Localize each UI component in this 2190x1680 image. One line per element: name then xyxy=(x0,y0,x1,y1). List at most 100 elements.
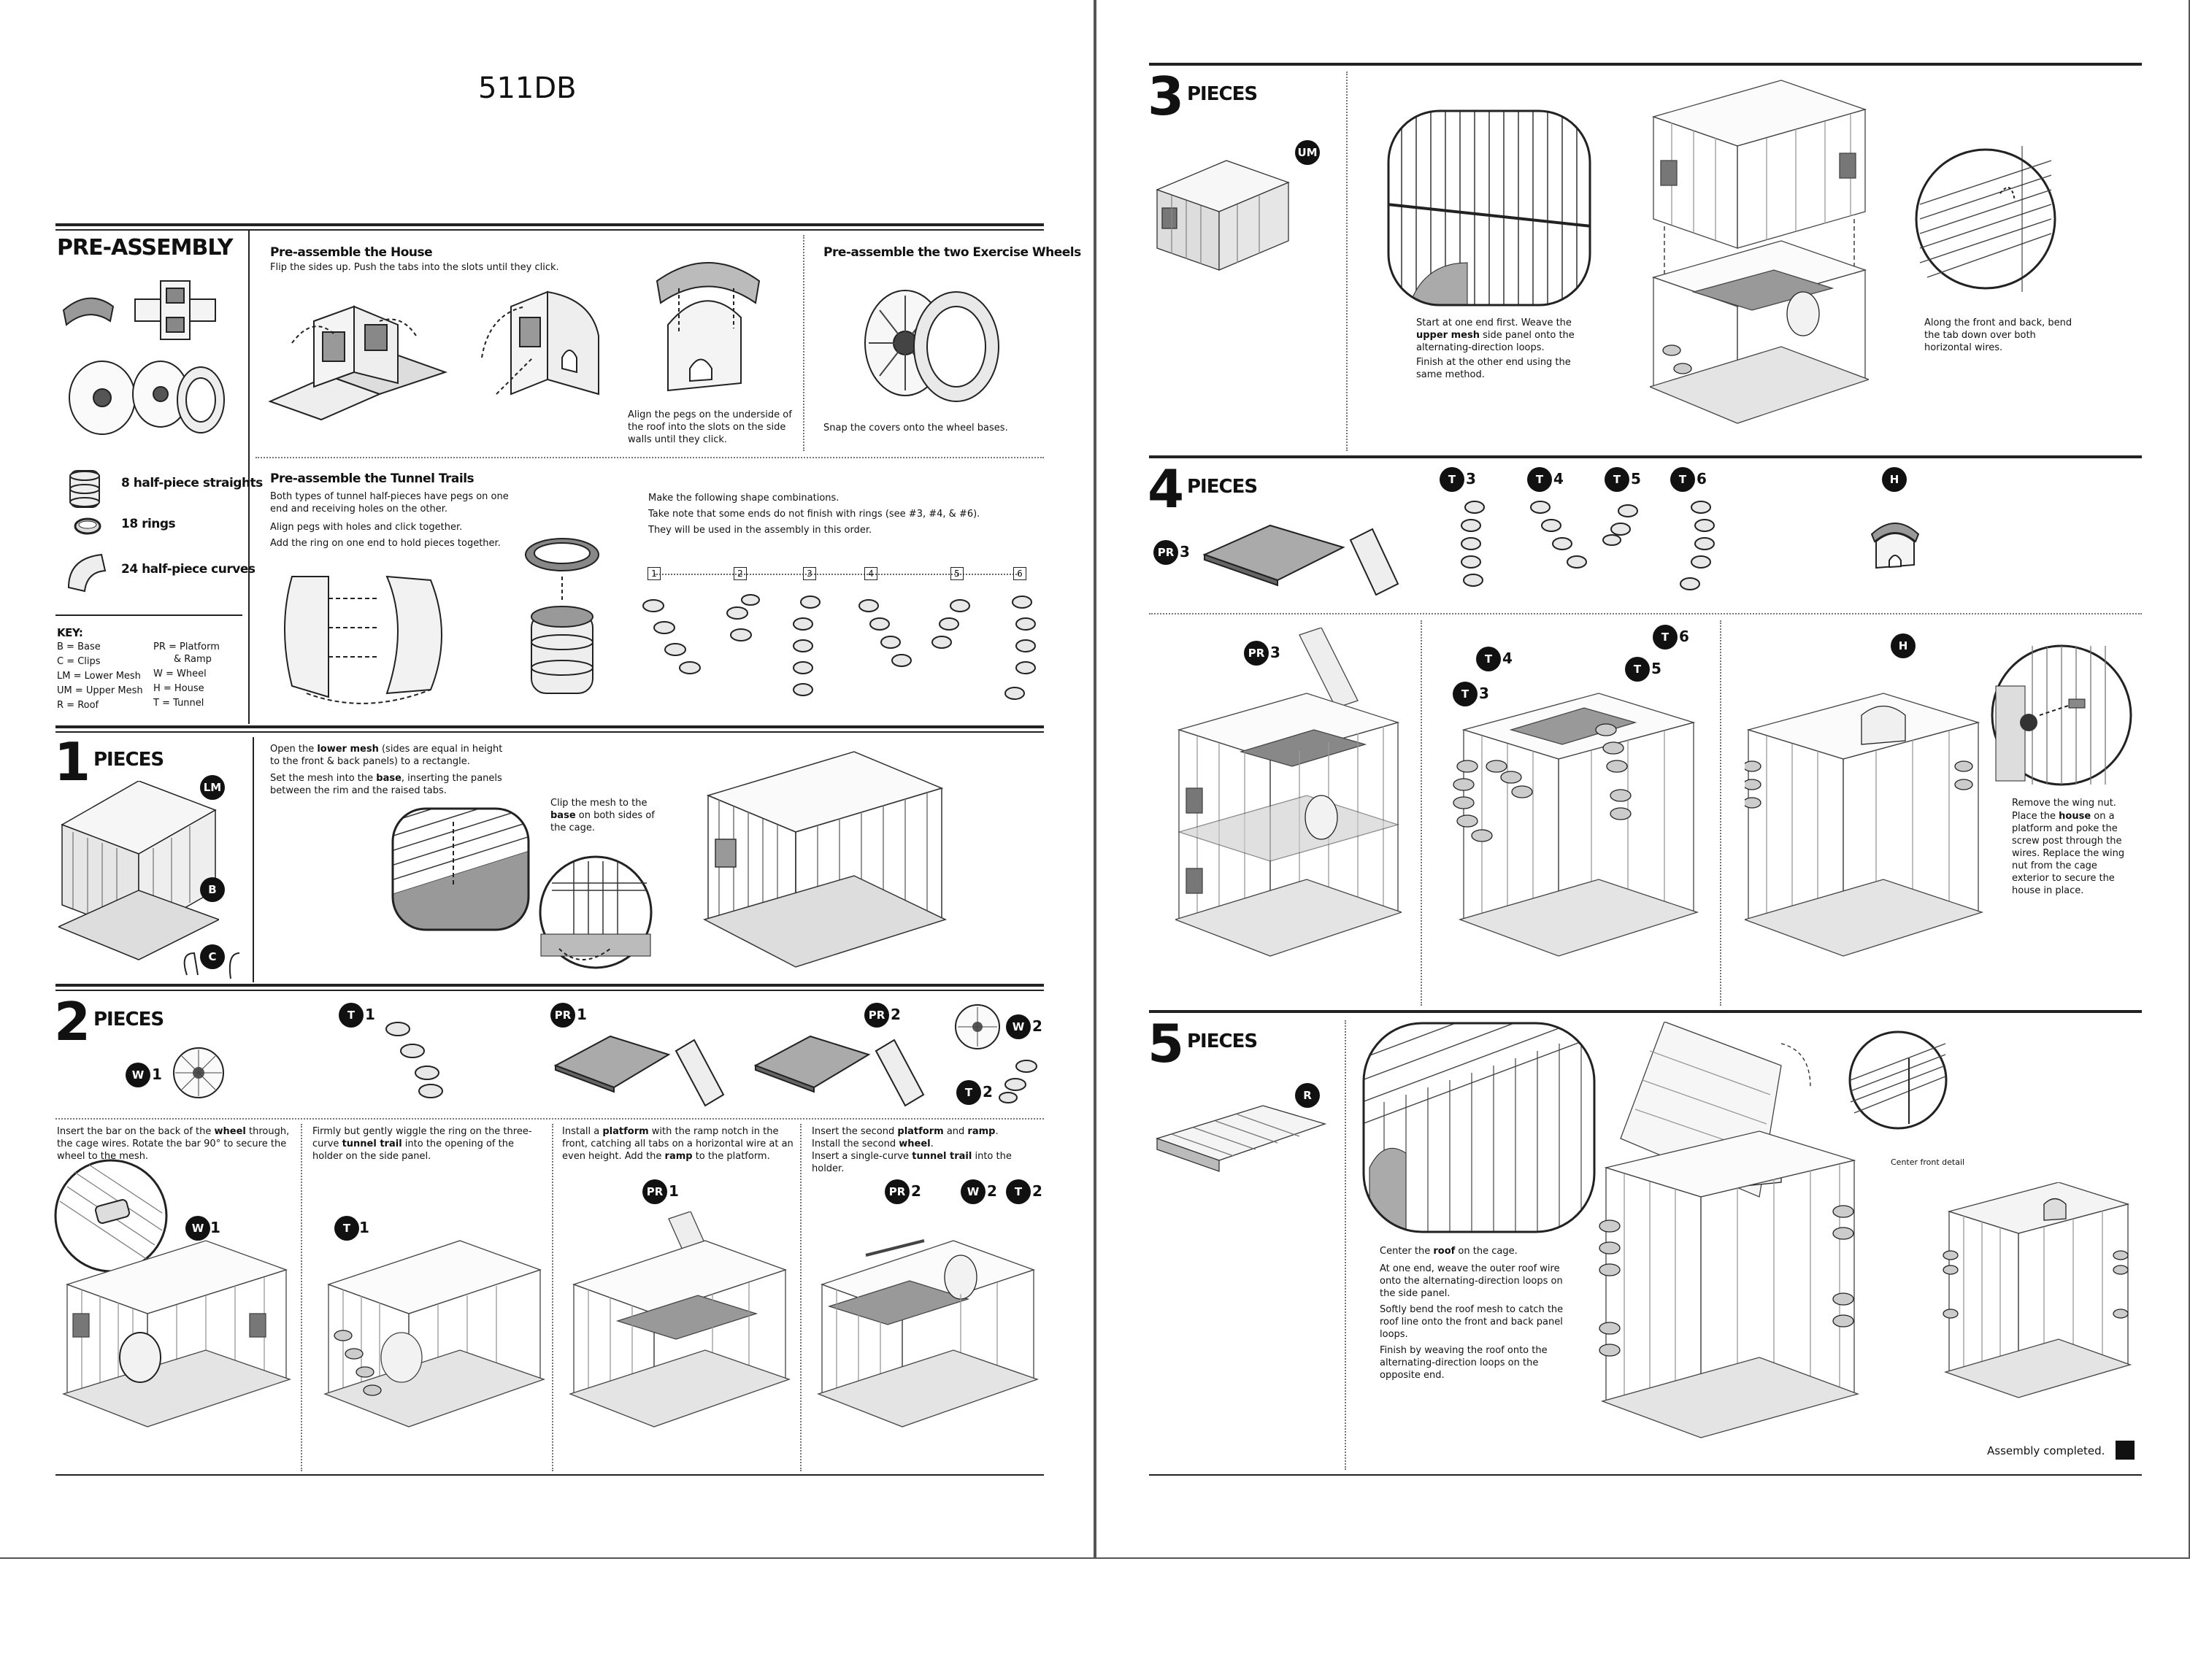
count: 3 xyxy=(1180,543,1190,560)
center-front-detail-caption: Center front detail xyxy=(1891,1157,1965,1167)
pieces-label: PIECES xyxy=(93,749,164,771)
divider xyxy=(256,457,1044,458)
step2-col4-text: Insert the second platform and ramp. Ins… xyxy=(812,1126,1012,1174)
step1-text-1: Open the lower mesh (sides are equal in … xyxy=(270,744,503,767)
badge-wheel: W xyxy=(1006,1014,1031,1039)
divider xyxy=(1149,1474,2142,1476)
step5-text-3: Softly bend the roof mesh to catch the r… xyxy=(1380,1304,1564,1340)
badge-tunnel: T xyxy=(1476,647,1501,671)
count: 1 xyxy=(365,1006,375,1023)
tunnel-combinations-illustration xyxy=(635,591,1044,708)
pieces-label: PIECES xyxy=(1187,83,1258,105)
clip-detail xyxy=(537,854,654,971)
mesh-weave-detail xyxy=(1387,109,1591,307)
badge-roof: R xyxy=(1295,1083,1320,1108)
badge-platform-ramp: PR xyxy=(642,1179,667,1204)
step3-text-2: Finish at the other end using the same m… xyxy=(1416,357,1571,380)
badge-tunnel: T xyxy=(339,1003,364,1028)
count: 1 xyxy=(152,1066,162,1083)
platform-ramp-icon xyxy=(752,1022,927,1117)
tab-bend-detail xyxy=(1913,131,2059,307)
step5-text-2: At one end, weave the outer roof wire on… xyxy=(1380,1263,1563,1299)
badge-tunnel: T xyxy=(1605,467,1629,492)
divider xyxy=(1149,613,2142,614)
house-flat-illustration xyxy=(263,292,460,423)
pieces-label: PIECES xyxy=(93,1009,164,1030)
divider xyxy=(1149,1010,2142,1013)
count: 6 xyxy=(1679,628,1689,645)
count: 2 xyxy=(987,1182,997,1200)
model-number: 511DB xyxy=(478,72,577,105)
divider xyxy=(1421,620,1422,1006)
badge-wheel: W xyxy=(126,1063,150,1087)
clips-icon xyxy=(180,946,245,982)
badge-tunnel: T xyxy=(1527,467,1552,492)
tunnel-text-1: Both types of tunnel half-pieces have pe… xyxy=(270,491,509,515)
badge-clips: C xyxy=(200,944,225,969)
step3-text-3: Along the front and back, bend the tab d… xyxy=(1924,317,2072,353)
ring-icon xyxy=(73,515,102,537)
count: 1 xyxy=(210,1219,220,1236)
house-roof-illustration xyxy=(642,237,766,405)
divider xyxy=(248,231,250,724)
step4-cage-3 xyxy=(1745,657,1986,963)
step1-cage-illustration xyxy=(701,737,949,978)
step3-text-1: Start at one end first. Weave the upper … xyxy=(1416,317,1575,353)
badge-tunnel: T xyxy=(334,1216,359,1241)
step1-clip-text: Clip the mesh to the base on both sides … xyxy=(550,798,655,833)
step5-text-1: Center the roof on the cage. xyxy=(1380,1246,1518,1257)
combo-text-3: They will be used in the assembly in thi… xyxy=(648,525,872,536)
part-curves-label: 24 half-piece curves xyxy=(121,562,256,577)
divider xyxy=(301,1124,302,1471)
badge-platform-ramp: PR xyxy=(1153,540,1178,565)
divider xyxy=(55,1474,1044,1476)
house-icon xyxy=(1866,512,1924,571)
badge-tunnel: T xyxy=(956,1080,981,1105)
combo-text-1: Make the following shape combinations. xyxy=(648,493,840,504)
badge-base: B xyxy=(200,877,225,902)
divider xyxy=(253,737,254,982)
divider xyxy=(55,614,242,616)
combo-number: 3 xyxy=(803,567,816,580)
step2-cage-2 xyxy=(321,1226,548,1430)
tunnel-sets-illustration xyxy=(1453,496,1723,598)
badge-tunnel: T xyxy=(1440,467,1464,492)
badge-tunnel: T xyxy=(1006,1179,1031,1204)
combo-number: 1 xyxy=(648,567,661,580)
mesh-into-base-detail xyxy=(391,807,530,931)
divider xyxy=(803,235,804,451)
count: 3 xyxy=(1270,644,1280,661)
count: 6 xyxy=(1697,470,1707,488)
wheels-title: Pre-assemble the two Exercise Wheels xyxy=(823,245,1081,260)
key-title: KEY: xyxy=(57,626,83,639)
step4-text-2: Place the house on a platform and poke t… xyxy=(2012,811,2125,896)
badge-tunnel: T xyxy=(1670,467,1695,492)
step-number: 4 xyxy=(1148,458,1185,520)
curve-tunnel-icon xyxy=(63,547,110,594)
step2-col2-text: Firmly but gently wiggle the ring on the… xyxy=(312,1126,532,1162)
wheel-part-icon xyxy=(66,358,226,438)
step-number: 5 xyxy=(1148,1013,1185,1074)
upper-mesh-illustration xyxy=(1153,153,1292,277)
step4-cage-2 xyxy=(1453,686,1701,963)
step5-text-4: Finish by weaving the roof onto the alte… xyxy=(1380,1345,1548,1381)
combo-number: 5 xyxy=(950,567,964,580)
badge-wheel: W xyxy=(961,1179,986,1204)
tunnel-text-3: Add the ring on one end to hold pieces t… xyxy=(270,538,501,549)
key-left: B = Base C = Clips LM = Lower Mesh UM = … xyxy=(57,641,143,711)
pre-assembly-title: PRE-ASSEMBLY xyxy=(57,235,233,261)
key-right: PR = Platform & Ramp W = Wheel H = House… xyxy=(153,641,220,709)
count: 1 xyxy=(577,1006,587,1023)
center-front-detail xyxy=(1847,1029,1949,1131)
count: 1 xyxy=(669,1182,679,1200)
platform-ramp-icon xyxy=(552,1022,727,1117)
lower-mesh-base-illustration xyxy=(58,781,219,963)
badge-tunnel: T xyxy=(1625,657,1650,682)
roof-illustration xyxy=(1153,1102,1329,1190)
step-number: 3 xyxy=(1148,66,1185,127)
divider xyxy=(55,990,1044,991)
completed-cage-illustration xyxy=(1942,1182,2132,1401)
badge-tunnel: T xyxy=(1653,625,1678,650)
count: 2 xyxy=(891,1006,901,1023)
part-straights-label: 8 half-piece straights xyxy=(121,476,263,490)
